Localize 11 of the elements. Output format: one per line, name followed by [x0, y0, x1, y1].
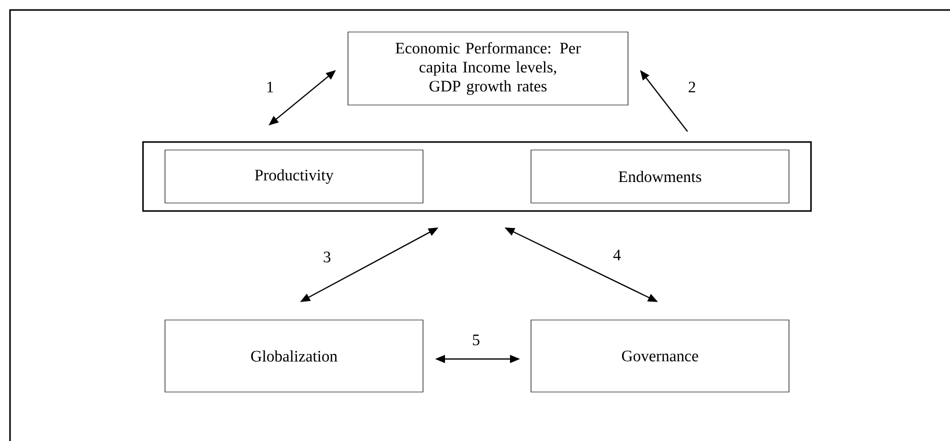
text-box: Productivity — [164, 150, 424, 204]
group-box — [142, 141, 812, 212]
edge-label: 3 — [324, 252, 330, 262]
text-box: Governance — [530, 320, 790, 392]
edge-label: 2 — [688, 82, 696, 92]
text-box: Economic Performance: Per capita Income levels, GDP growth rates — [348, 32, 628, 106]
edge-label: 4 — [613, 250, 621, 260]
edge-label: 5 — [472, 334, 480, 346]
text-box: Globalization — [164, 320, 424, 392]
edge-label: 1 — [267, 82, 274, 92]
text-box: Endowments — [530, 150, 790, 204]
